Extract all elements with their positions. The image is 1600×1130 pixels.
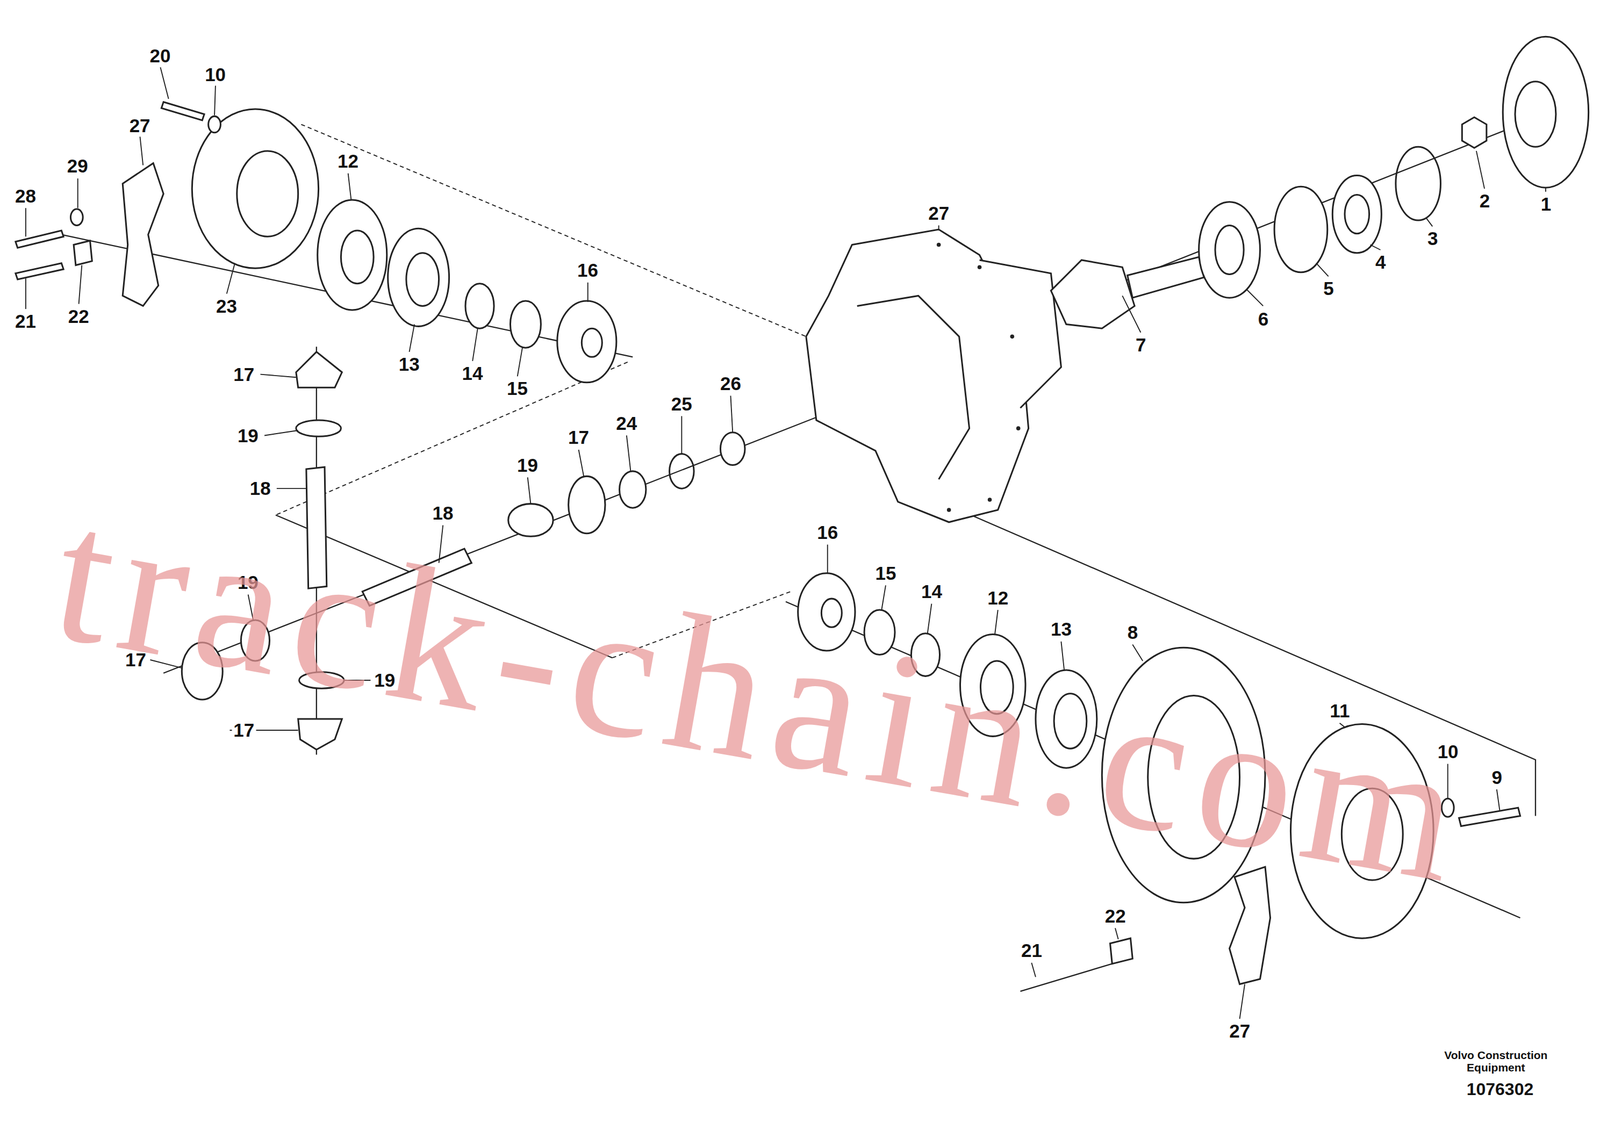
callout-number: 4 — [1373, 252, 1388, 274]
bearing-cap — [1229, 866, 1271, 985]
side-gear — [557, 300, 617, 383]
callout-number: 15 — [505, 378, 530, 400]
pinion-gear — [296, 352, 342, 388]
gear-spline — [581, 328, 602, 357]
callout-number: 2 — [1477, 190, 1492, 212]
callout-number: 3 — [1425, 228, 1440, 250]
dashed-guide — [300, 124, 807, 337]
callout-number: 20 — [148, 45, 173, 67]
callout-number: 15 — [873, 563, 899, 585]
callout-number: 13 — [1049, 619, 1074, 641]
pinion-gear — [568, 476, 606, 534]
callout-number: 13 — [397, 354, 422, 376]
callout-number: 17 — [231, 720, 256, 742]
callout-number: 17 — [231, 364, 256, 386]
callout-number: 8 — [1125, 622, 1140, 644]
watermark: track-chain.com — [42, 476, 1484, 915]
callout-number: 14 — [460, 363, 485, 385]
callout-number: 27 — [926, 203, 951, 225]
shim — [465, 283, 494, 329]
callout-number: 12 — [335, 151, 361, 172]
callout-number: 27 — [127, 115, 153, 136]
bearing-cap — [122, 163, 164, 307]
bolt — [1459, 807, 1521, 827]
bearing-cup — [317, 199, 387, 311]
callout-number: 9 — [1490, 766, 1504, 788]
case-bore — [237, 151, 299, 237]
bolt — [15, 263, 64, 280]
callout-number: 26 — [718, 373, 743, 395]
seal — [1332, 175, 1382, 253]
callout-number: 22 — [1103, 906, 1128, 928]
bearing-bore — [340, 230, 374, 284]
snap-ring — [669, 454, 695, 490]
callout-number: 10 — [203, 63, 228, 85]
callout-number: 14 — [919, 581, 944, 603]
callout-number: 24 — [614, 413, 639, 435]
callout-number: 16 — [575, 260, 600, 282]
bolt — [15, 230, 64, 248]
callout-number: 23 — [214, 295, 239, 317]
lock-plate — [1109, 938, 1133, 964]
callout-number: 18 — [248, 478, 273, 500]
o-ring — [1395, 146, 1441, 221]
shim — [619, 471, 647, 508]
housing-neck — [979, 260, 1062, 408]
washer — [720, 432, 745, 466]
bearing-bore — [1215, 225, 1244, 275]
flange-hub — [1515, 81, 1556, 147]
axis-line — [1060, 112, 1551, 307]
callout-number: 27 — [1227, 1021, 1252, 1043]
axis-line — [1020, 964, 1112, 992]
callout-number: 19 — [515, 455, 540, 477]
shim — [1274, 186, 1328, 272]
washer — [208, 116, 221, 133]
bearing-cone — [388, 228, 450, 327]
callout-number: 16 — [815, 522, 840, 544]
companion-flange — [1502, 36, 1589, 188]
lock-washer — [510, 300, 541, 348]
callout-number: 28 — [13, 185, 38, 207]
callout-number: 29 — [65, 155, 90, 177]
callout-number: 19 — [235, 425, 261, 447]
housing-inner — [857, 295, 970, 480]
callout-number: 1 — [1539, 193, 1553, 215]
bolt — [161, 102, 205, 121]
pinion-gear — [298, 719, 343, 750]
callout-number: 22 — [66, 305, 91, 327]
pinion-shaft — [1127, 256, 1204, 298]
thrust-washer — [508, 504, 554, 537]
callout-number: 12 — [985, 587, 1010, 609]
callout-number: 17 — [566, 427, 591, 449]
callout-number: 5 — [1321, 278, 1336, 300]
seal-bore — [1344, 195, 1370, 234]
washer — [70, 209, 83, 226]
lock-plate — [73, 240, 92, 266]
bearing — [1199, 202, 1261, 298]
company-name: Volvo Construction Equipment — [1431, 1048, 1561, 1074]
callout-number: 6 — [1256, 309, 1271, 330]
pinion-gear — [1050, 260, 1135, 329]
callout-number: 7 — [1134, 334, 1148, 356]
nut — [1461, 117, 1487, 148]
callout-number: 25 — [669, 393, 694, 415]
differential-case — [191, 109, 319, 269]
thrust-washer — [296, 420, 342, 437]
drawing-number: 1076302 — [1466, 1080, 1534, 1100]
callout-number: 21 — [13, 311, 38, 333]
callout-number: 21 — [1019, 940, 1044, 962]
bearing-bore — [406, 253, 440, 307]
callout-number: 18 — [431, 503, 456, 525]
